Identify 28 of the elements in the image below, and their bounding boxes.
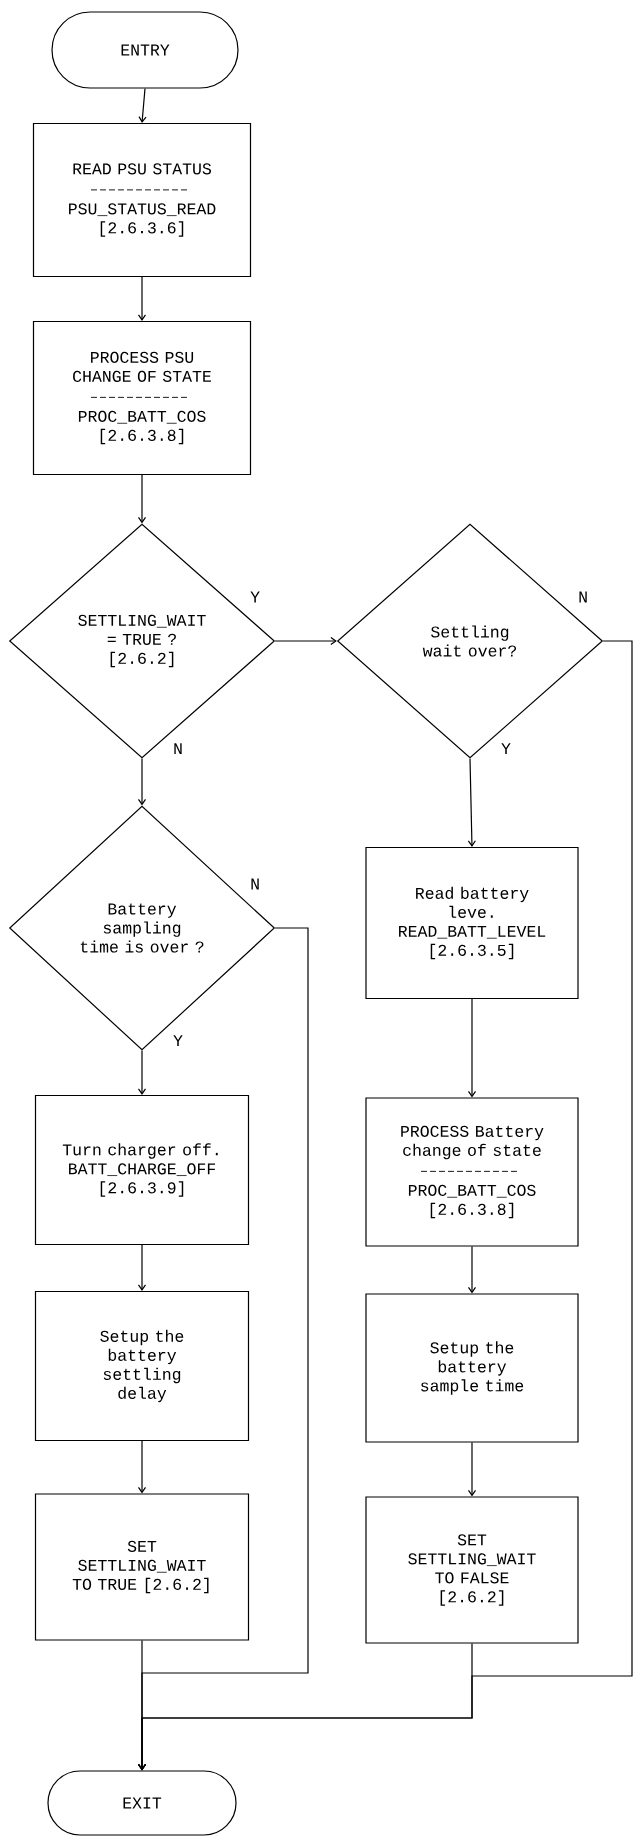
edge-label: N — [577, 590, 590, 604]
arrow — [274, 636, 337, 646]
arrow — [137, 1643, 473, 1771]
arrow — [467, 758, 476, 847]
arrow — [467, 1442, 477, 1497]
edge-label: Y — [172, 1034, 184, 1048]
process-box: SET SETTLING_WAIT TO TRUE [2.6.2] — [34, 1493, 250, 1641]
arrow — [137, 758, 147, 806]
arrow — [137, 276, 147, 321]
arrow — [137, 1244, 147, 1291]
edge-label: Y — [500, 742, 512, 756]
edge-label: N — [172, 742, 184, 756]
process-box: PROCESS Battery change of state PROC_BATT_COS [2.6.3.8] — [365, 1097, 579, 1247]
arrow — [138, 88, 147, 123]
arrow — [467, 1246, 477, 1294]
process-box: Setup the battery sample time — [365, 1293, 579, 1443]
process-box: PROCESS PSU CHANGE OF STATE PROC_BATT_COS [2.6.3.8] — [32, 320, 252, 476]
arrow — [137, 474, 147, 524]
process-box: Setup the battery settling delay — [34, 1290, 250, 1442]
process-box: SET SETTLING_WAIT TO FALSE [2.6.2] — [365, 1496, 579, 1644]
edge-label: Y — [249, 590, 262, 604]
process-box: READ PSU STATUS PSU_STATUS_READ [2.6.3.6] — [32, 122, 252, 278]
process-box: Turn charger off. BATT_CHARGE_OFF [2.6.3.9] — [34, 1094, 250, 1246]
process-box: Read battery leve. READ_BATT_LEVEL [2.6.3.5] — [365, 846, 579, 1000]
arrow — [137, 1050, 147, 1095]
arrow — [467, 998, 477, 1098]
edge-label: N — [249, 877, 262, 891]
arrow — [137, 1440, 147, 1494]
